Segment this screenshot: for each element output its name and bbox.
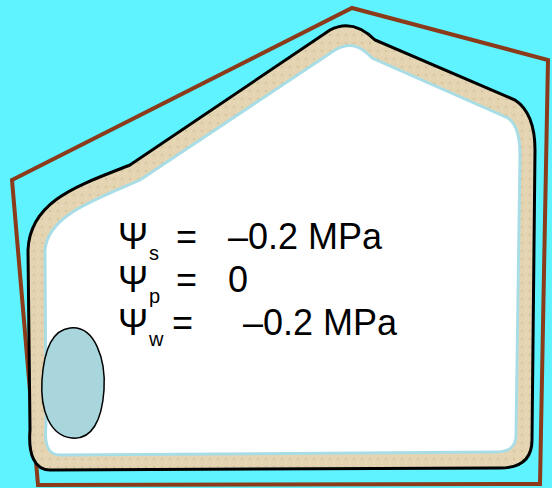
- nucleus: [42, 328, 104, 438]
- psi-subscript: p: [149, 286, 160, 306]
- equals-sign: =: [172, 305, 193, 341]
- equals-sign: =: [176, 262, 197, 298]
- vacuole: [45, 46, 520, 455]
- psi-symbol: Ψ: [118, 219, 148, 255]
- psi-subscript: w: [149, 329, 163, 349]
- value-text: –0.2 MPa: [228, 219, 382, 255]
- value-text: 0: [228, 262, 248, 298]
- psi-symbol: Ψ: [118, 305, 148, 341]
- psi-subscript: s: [149, 243, 159, 263]
- psi-symbol: Ψ: [118, 262, 148, 298]
- value-text: –0.2 MPa: [243, 305, 397, 341]
- cytoplasm: [28, 26, 535, 470]
- equals-sign: =: [176, 219, 197, 255]
- cell-wall: [12, 8, 548, 485]
